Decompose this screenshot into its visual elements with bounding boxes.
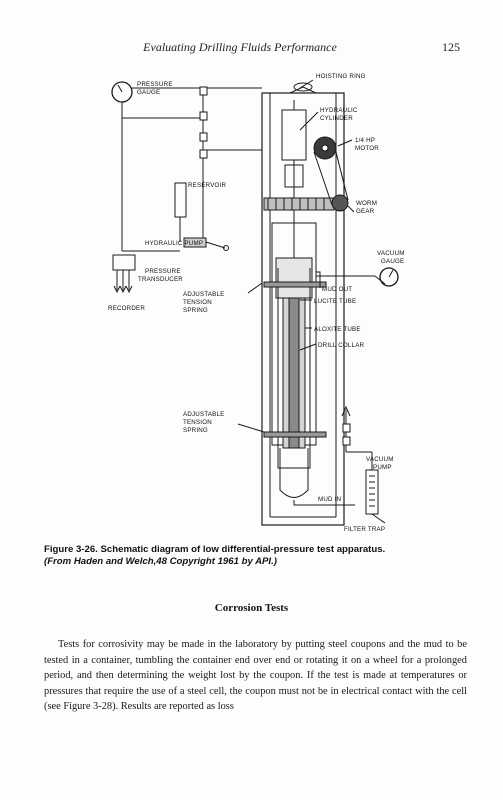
label-adjustable-spring-top-2: TENSION xyxy=(183,299,212,306)
label-filter-trap: FILTER TRAP xyxy=(344,526,385,533)
figure-caption-source: (From Haden and Welch,48 Copyright 1961 … xyxy=(44,556,277,567)
label-adjustable-spring-top-3: SPRING xyxy=(183,307,208,314)
label-aloxite-tube: ALOXITE TUBE xyxy=(314,326,361,333)
apparatus-frame xyxy=(261,92,345,526)
figure-caption-title: Figure 3-26. Schematic diagram of low di… xyxy=(44,544,386,555)
apparatus-schematic: PRESSURE GAUGE HOISTING RING HYDRAULIC C… xyxy=(108,73,405,533)
label-hydraulic-cylinder-1: HYDRAULIC xyxy=(320,107,358,114)
label-adjustable-spring-bottom-2: TENSION xyxy=(183,419,212,426)
label-vacuum-gauge-1: VACUUM xyxy=(377,250,405,257)
valve-3 xyxy=(199,132,208,142)
label-reservoir: RESERVOIR xyxy=(188,182,226,189)
body-paragraph: Tests for corrosivity may be made in the… xyxy=(44,639,467,713)
drill-collar xyxy=(288,297,300,449)
label-hydraulic-cylinder-2: CYLINDER xyxy=(320,115,353,122)
vacuum-gauge-dial xyxy=(379,267,399,287)
vacuum-valve-2 xyxy=(342,436,351,446)
label-vacuum-gauge-2: GAUGE xyxy=(381,258,404,265)
valve-2 xyxy=(199,111,208,121)
figure-caption: Figure 3-26. Schematic diagram of low di… xyxy=(44,544,469,568)
label-pressure-gauge-2: GAUGE xyxy=(137,89,160,96)
label-motor-1: 1/4 HP xyxy=(355,137,375,144)
valve-1 xyxy=(199,86,208,96)
page-number: 125 xyxy=(442,40,460,54)
label-hydraulic-pump: HYDRAULIC PUMP xyxy=(145,240,203,247)
label-adjustable-spring-bottom-1: ADJUSTABLE xyxy=(183,411,224,418)
label-pressure-gauge-1: PRESSURE xyxy=(137,81,173,88)
label-lucite-tube: LUCITE TUBE xyxy=(314,298,356,305)
reservoir-tank xyxy=(174,182,187,218)
valve-4 xyxy=(199,149,208,159)
label-adjustable-spring-top-1: ADJUSTABLE xyxy=(183,291,224,298)
vacuum-valve-1 xyxy=(342,423,351,433)
hoisting-ring xyxy=(293,82,313,92)
label-worm-gear-1: WORM xyxy=(356,200,377,207)
label-vacuum-pump-1: VACUUM xyxy=(366,456,394,463)
label-adjustable-spring-bottom-3: SPRING xyxy=(183,427,208,434)
label-motor-2: MOTOR xyxy=(355,145,379,152)
label-hoisting-ring: HOISTING RING xyxy=(316,73,366,80)
label-mud-in: MUD IN xyxy=(318,496,341,503)
worm-gear-pulley xyxy=(331,194,349,212)
label-worm-gear-2: GEAR xyxy=(356,208,375,215)
label-vacuum-pump-2: PUMP xyxy=(373,464,392,471)
label-drill-collar: DRILL COLLAR xyxy=(318,342,365,349)
label-pressure-transducer-1: PRESSURE xyxy=(145,268,181,275)
filter-trap xyxy=(365,469,379,515)
label-mud-out: MUD OUT xyxy=(322,286,352,293)
section-heading: Corrosion Tests xyxy=(214,602,289,614)
hydraulic-cylinder xyxy=(281,109,307,161)
pressure-transducer-box xyxy=(112,254,136,271)
label-pressure-transducer-2: TRANSDUCER xyxy=(138,276,183,283)
running-header: Evaluating Drilling Fluids Performance xyxy=(143,40,337,54)
label-recorder: RECORDER xyxy=(108,305,145,312)
